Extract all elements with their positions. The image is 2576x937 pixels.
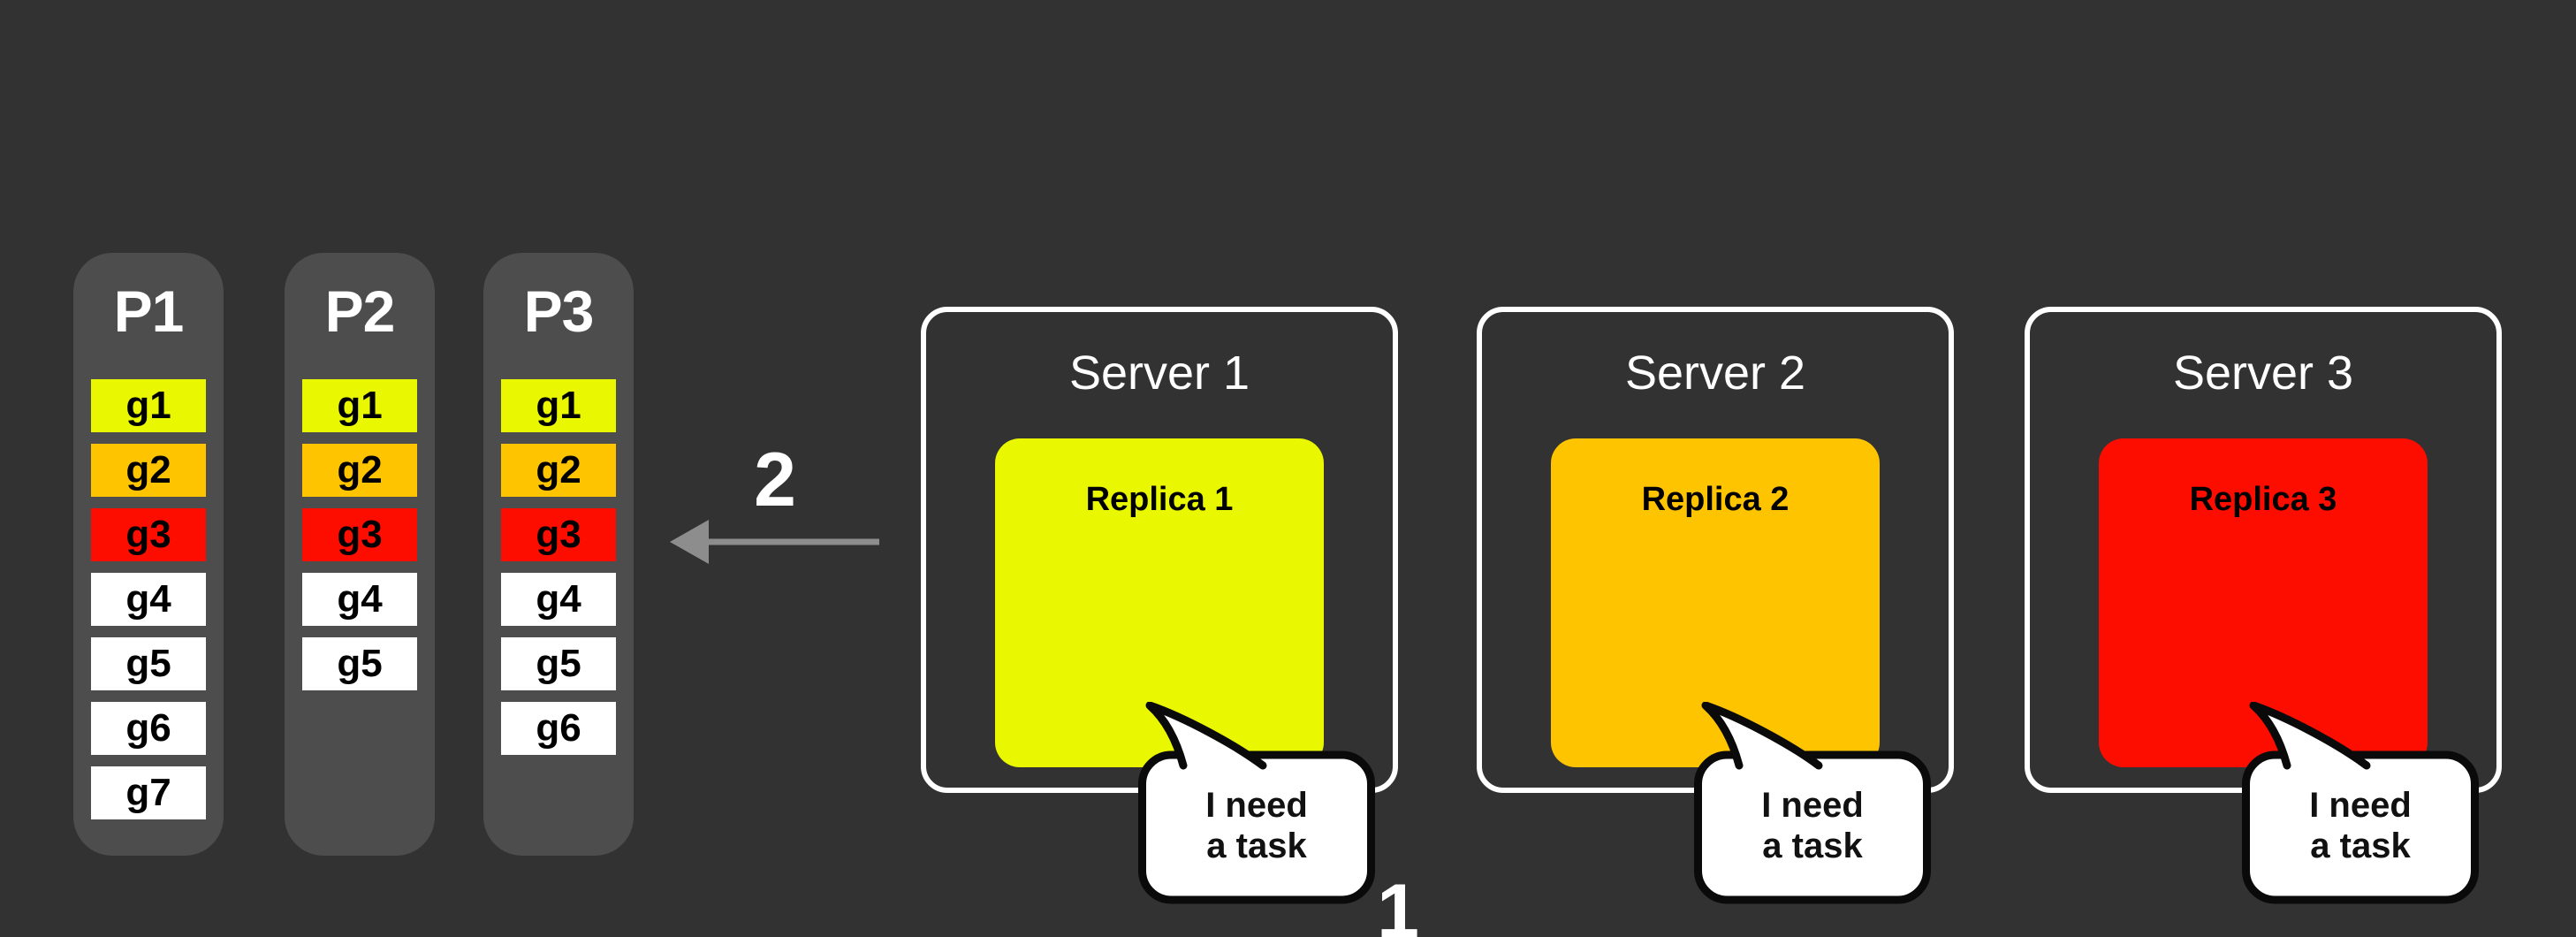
server-box-3: Server 3 Replica 3 I need a task bbox=[2025, 307, 2502, 904]
speech-bubble-shape bbox=[1138, 702, 1375, 904]
server-box-1: Server 1 Replica 1 I need a task bbox=[921, 307, 1398, 904]
task-cell: g6 bbox=[501, 702, 616, 755]
bubble-line: a task bbox=[1206, 827, 1307, 865]
task-cell: g4 bbox=[302, 573, 417, 626]
task-cell: g6 bbox=[91, 702, 206, 755]
partition-title: P3 bbox=[523, 278, 595, 344]
partition-panel-p2: P2 g1 g2 g3 g4 g5 bbox=[285, 253, 435, 856]
task-cell: g5 bbox=[501, 637, 616, 690]
speech-bubble-tail bbox=[2249, 702, 2371, 770]
step-label-2: 2 bbox=[754, 438, 796, 522]
task-cell: g2 bbox=[91, 444, 206, 497]
bubble-line: I need bbox=[1761, 786, 1864, 825]
task-cell: g5 bbox=[302, 637, 417, 690]
partition-panel-p1: P1 g1 g2 g3 g4 g5 g6 g7 bbox=[73, 253, 224, 856]
step-label-1: 1 bbox=[1377, 869, 1419, 937]
assignment-arrow-icon bbox=[670, 520, 879, 564]
task-list: g1 g2 g3 g4 g5 g6 g7 bbox=[73, 379, 224, 819]
task-list: g1 g2 g3 g4 g5 g6 bbox=[483, 379, 634, 755]
task-cell: g1 bbox=[501, 379, 616, 432]
partition-title: P1 bbox=[113, 278, 185, 344]
speech-bubble: I need a task bbox=[1693, 702, 1932, 905]
replica-box: Replica 3 bbox=[2099, 438, 2428, 767]
speech-bubble-tail bbox=[1701, 702, 1823, 770]
partition-title: P2 bbox=[324, 278, 396, 344]
server-title: Server 3 bbox=[2172, 347, 2354, 400]
task-cell: g3 bbox=[302, 508, 417, 561]
speech-bubble: I need a task bbox=[2241, 702, 2480, 905]
speech-bubble: I need a task bbox=[1137, 702, 1376, 905]
bubble-text: I need a task bbox=[2241, 750, 2480, 901]
task-cell: g4 bbox=[501, 573, 616, 626]
task-cell: g2 bbox=[501, 444, 616, 497]
task-cell: g5 bbox=[91, 637, 206, 690]
server-box-2: Server 2 Replica 2 I need a task bbox=[1477, 307, 1954, 904]
bubble-line: I need bbox=[2309, 786, 2412, 825]
server-title: Server 2 bbox=[1624, 347, 1806, 400]
speech-bubble-shape bbox=[1694, 702, 1931, 904]
task-cell: g7 bbox=[91, 766, 206, 819]
bubble-line: a task bbox=[2310, 827, 2411, 865]
replica-label: Replica 1 bbox=[1085, 481, 1234, 518]
replica-label: Replica 2 bbox=[1641, 481, 1790, 518]
replica-label: Replica 3 bbox=[2189, 481, 2337, 518]
speech-bubble-tail bbox=[1145, 702, 1267, 770]
task-cell: g2 bbox=[302, 444, 417, 497]
bubble-text: I need a task bbox=[1137, 750, 1376, 901]
task-cell: g3 bbox=[91, 508, 206, 561]
bubble-line: I need bbox=[1205, 786, 1308, 825]
task-cell: g4 bbox=[91, 573, 206, 626]
bubble-text: I need a task bbox=[1693, 750, 1932, 901]
task-cell: g3 bbox=[501, 508, 616, 561]
task-cell: g1 bbox=[91, 379, 206, 432]
task-list: g1 g2 g3 g4 g5 bbox=[285, 379, 435, 690]
partition-panel-p3: P3 g1 g2 g3 g4 g5 g6 bbox=[483, 253, 634, 856]
bubble-line: a task bbox=[1762, 827, 1863, 865]
speech-bubble-shape bbox=[2242, 702, 2479, 904]
server-title: Server 1 bbox=[1068, 347, 1250, 400]
task-cell: g1 bbox=[302, 379, 417, 432]
